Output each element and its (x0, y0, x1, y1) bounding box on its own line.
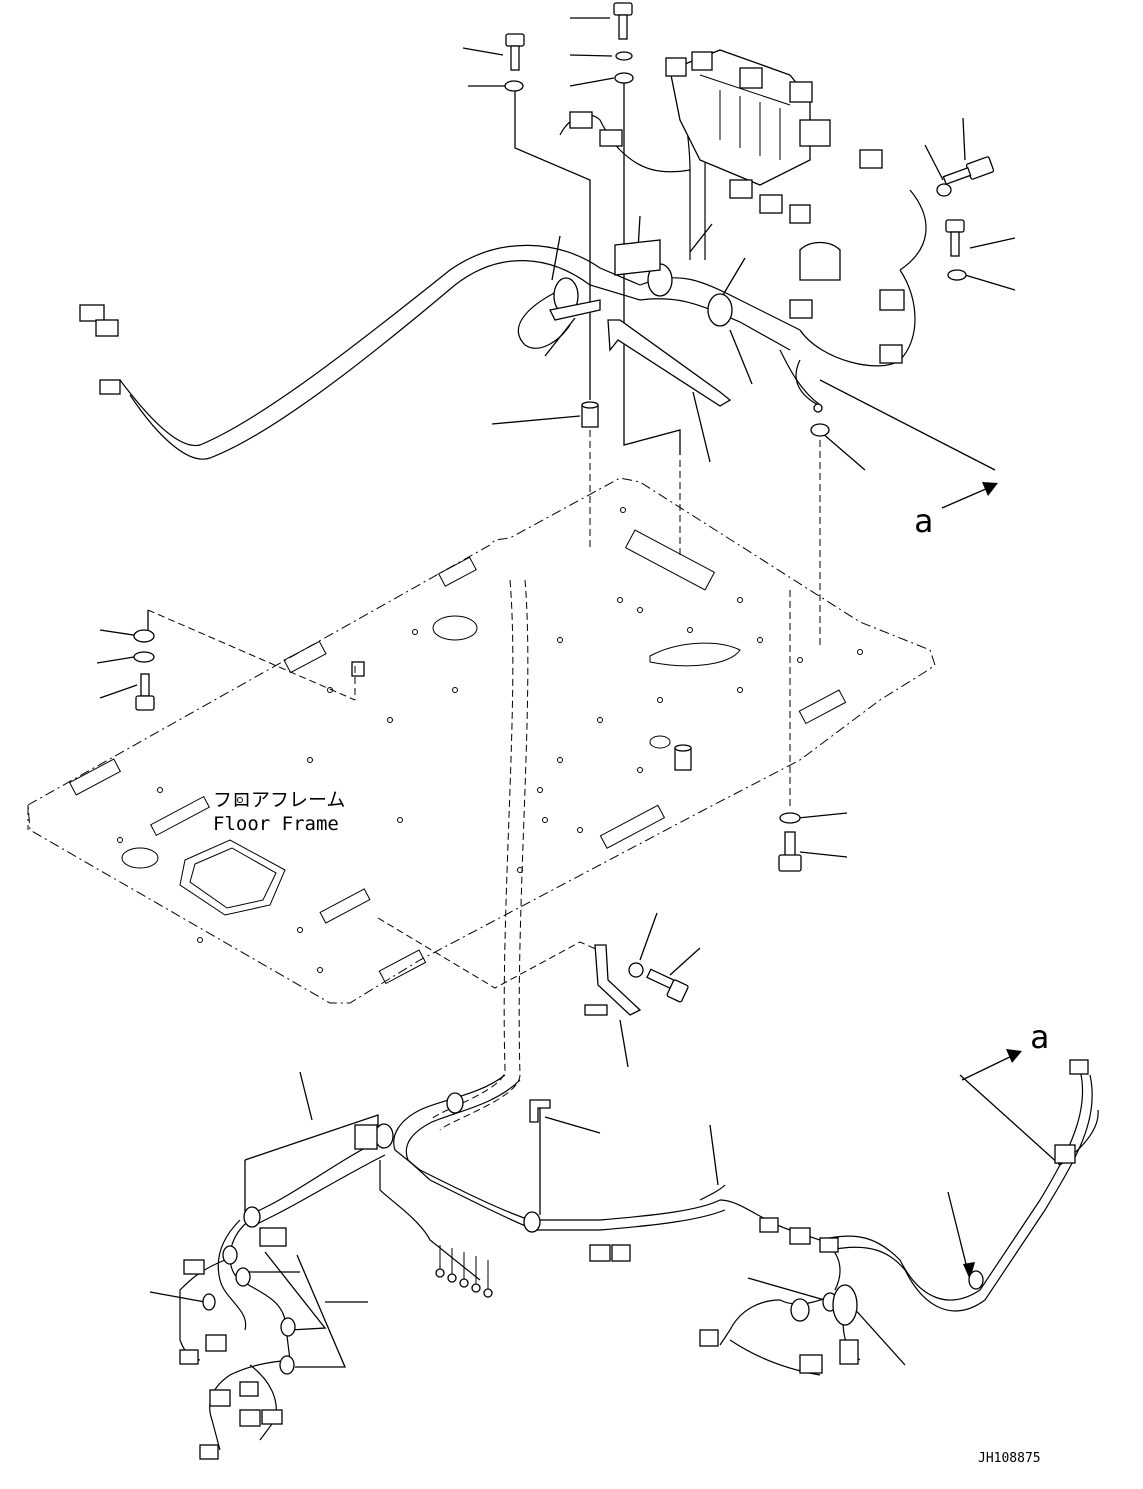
washer (615, 51, 633, 61)
washer (614, 72, 634, 84)
bolt (646, 968, 689, 1003)
washer (936, 183, 952, 197)
clip (133, 629, 155, 643)
upper-hardware (504, 2, 995, 437)
washer (504, 80, 524, 92)
washer (810, 423, 830, 437)
bolt (942, 156, 995, 186)
drawing-number: JH108875 (978, 1451, 1041, 1466)
washer (947, 269, 967, 281)
bolt (505, 33, 525, 71)
assembly-solid-lines (147, 80, 1061, 1215)
assembly-guide-lines (147, 430, 821, 1131)
view-a-lower-label: a (1030, 1018, 1049, 1056)
upper-harness (79, 49, 927, 460)
floor-frame-label-en: Floor Frame (213, 813, 339, 835)
bolt (778, 831, 802, 872)
fuse-relay-block (665, 49, 905, 364)
washer (628, 962, 644, 978)
plate-holes (117, 507, 863, 973)
left-hardware (133, 629, 802, 1016)
bolt (135, 673, 155, 711)
washer (133, 651, 155, 663)
bolt (613, 2, 633, 40)
bolt (945, 219, 965, 257)
callout-leaders (96, 17, 1016, 1368)
floor-frame-plate (27, 477, 936, 1004)
washer (779, 812, 801, 824)
floor-frame-label-jp: フロアフレーム (213, 789, 345, 811)
lower-harness (179, 359, 1099, 1460)
ring-terminals (435, 1245, 493, 1298)
view-arrows (941, 482, 1022, 1280)
view-a-upper-label: a (914, 502, 933, 540)
